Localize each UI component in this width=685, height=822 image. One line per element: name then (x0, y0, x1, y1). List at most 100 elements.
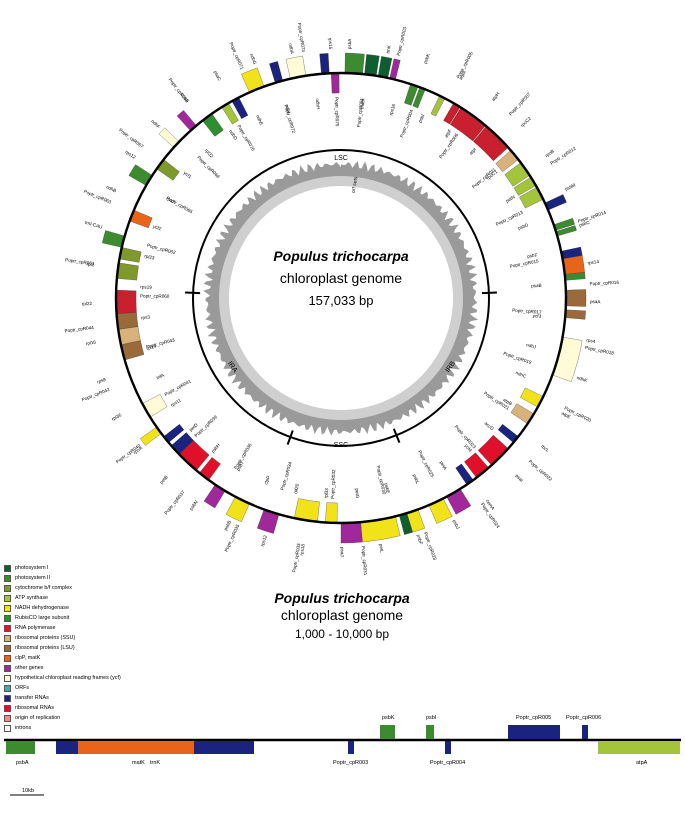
region-boundary-tick (286, 430, 294, 445)
region-boundary-tick (185, 291, 201, 295)
linear-genome-map: Populus trichocarpa chloroplast genome 1… (4, 590, 681, 796)
gene-label: Poptr_cpR069 (168, 77, 190, 104)
gene-block-petB (120, 247, 142, 263)
legend-label: introns (15, 725, 32, 731)
gene-label: rpl20 (293, 483, 300, 495)
legend-swatch (4, 624, 11, 632)
gene-label: trnI-CAU (84, 220, 103, 230)
gene-label: psbE (383, 483, 390, 494)
gene-label: petG (354, 488, 360, 499)
gene-label: Poptr_cpR075 (334, 97, 340, 127)
gene-label: psaI (514, 473, 524, 483)
gene-label: rps11 (170, 397, 182, 407)
genome-backbone-circle (114, 71, 568, 525)
linear-block-cpR005 (508, 725, 560, 739)
gene-label: Poptr_cpR061 (65, 257, 95, 266)
center-disc (229, 186, 453, 410)
gene-label: petA (439, 460, 449, 471)
gene-label: atpF (443, 128, 452, 139)
linear-block-psbK (380, 725, 395, 739)
gene-label: Poptr_cpR004 (399, 109, 414, 139)
gene-label: petD (188, 422, 199, 433)
gene-label: rps12 (260, 534, 268, 547)
legend-label: ATP synthase (15, 595, 49, 601)
gene-label: psbK (423, 52, 432, 64)
gene-label: ccsA (180, 92, 191, 104)
linear-label-atpA: atpA (636, 760, 648, 766)
gene-label: rpl16 (85, 339, 96, 346)
gene-label: cemA (485, 498, 496, 511)
gene-label: Poptr_cpR073 (297, 22, 306, 52)
legend-label: ribosomal proteins (LSU) (15, 645, 75, 651)
gene-label: matK (360, 97, 366, 109)
gene-label: clpP (263, 475, 271, 485)
circular-map-size: 157,033 bp (308, 293, 373, 308)
gene-label: Poptr_cpR034 (280, 461, 294, 491)
linear-label-trnK: trnK (150, 760, 160, 766)
linear-label-matK: matK (132, 760, 145, 766)
legend-label: ORFs (15, 685, 30, 691)
gene-label: psbB (223, 520, 232, 532)
gene-label: Poptr_cpR001 (356, 97, 364, 127)
gene-label: Poptr_cpR014 (577, 210, 607, 224)
gene-label: Poptr_cpR041 (164, 378, 193, 397)
legend-swatch (4, 704, 11, 712)
gene-label: atpH (491, 91, 501, 102)
circular-genome-map: psbAmatKtrnKrps16psbKpsbIatpAatpFatpHatp… (64, 22, 619, 576)
gene-block-psbA (344, 52, 365, 74)
gene-label: atpE (561, 411, 572, 420)
legend-label: ribosomal RNAs (15, 705, 54, 711)
legend-label: origin of replication (15, 715, 61, 721)
linear-block-cpR006 (582, 725, 588, 739)
legend-item: ATP synthase (4, 593, 121, 603)
gene-label: Poptr_cpR011 (471, 167, 497, 190)
gene-label: psbF (416, 534, 424, 545)
legend-swatch (4, 594, 11, 602)
linear-label-psbI: psbI (426, 715, 437, 721)
linear-block-trnK-exon1 (56, 741, 78, 754)
linear-label-cpR004: Poptr_cpR004 (430, 760, 465, 766)
legend-label: photosystem II (15, 575, 51, 581)
gene-label: ndhF (150, 119, 161, 130)
gene-label: psaA (590, 299, 601, 304)
gene-label: Poptr_cpR019 (503, 351, 533, 365)
legend-label: other genes (15, 665, 44, 671)
legend-swatch (4, 574, 11, 582)
gene-label: rps4 (586, 338, 596, 345)
linear-label-psbK: psbK (382, 715, 395, 721)
gene-label: psbA (347, 38, 352, 50)
gene-label: Poptr_cpR043 (145, 337, 175, 349)
gene-block-trnS (319, 53, 330, 74)
gene-label: Poptr_cpR016 (589, 280, 619, 287)
legend-item: other genes (4, 663, 121, 673)
legend-item: hypothetical chloroplast reading frames … (4, 673, 121, 683)
linear-block-cpR004 (445, 741, 451, 754)
gene-label: psbN (189, 500, 199, 512)
legend-item: RNA polymerase (4, 623, 121, 633)
gene-label: ndhD (228, 129, 239, 141)
gene-label: ndhK (576, 375, 589, 383)
gene-label: ycf3 (533, 313, 542, 319)
gene-block-cpR006 (545, 194, 567, 210)
circular-map-subtitle: chloroplast genome (280, 270, 402, 286)
gene-label: ndhJ (526, 342, 537, 349)
legend-label: clpP, matK (15, 655, 41, 661)
gene-label: Poptr_cpR040 (115, 443, 142, 465)
gene-label: psaB (531, 283, 542, 289)
gene-label: atpI (468, 147, 477, 156)
gene-label: accD (484, 421, 496, 432)
gene-label: psbD (517, 222, 529, 231)
legend-item: introns (4, 723, 121, 733)
legend-label: photosystem I (15, 565, 49, 571)
gene-label: rpl33 (323, 488, 329, 499)
gene-label: psaC (213, 70, 223, 82)
gene-label: trnK (385, 44, 392, 54)
gene-label: ycf1 (183, 170, 193, 179)
legend-swatch (4, 634, 11, 642)
gene-label: Poptr_cpR012 (549, 146, 577, 166)
linear-block-atpA (598, 741, 680, 754)
gene-label: Poptr_cpR033 (291, 543, 301, 573)
gene-label: psbZ (527, 252, 538, 259)
